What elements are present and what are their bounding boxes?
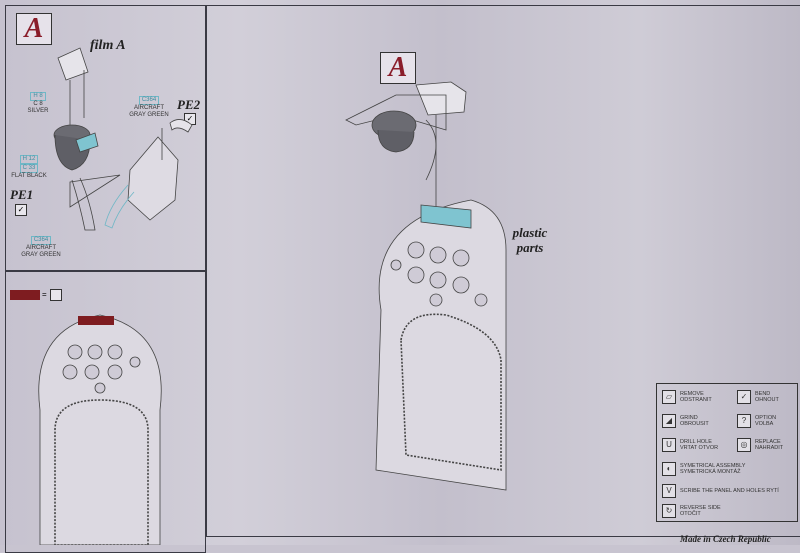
- legend-item-replace: ◎ REPLACE NAHRADIT: [737, 438, 795, 452]
- left-top-panel: [5, 5, 206, 271]
- remove-icon: ▱: [662, 390, 676, 404]
- legend-text: SCRIBE THE PANEL AND HOLES RYTÍ: [680, 488, 779, 494]
- bend-icon: ✓: [15, 204, 27, 216]
- film-icon: [50, 289, 62, 301]
- decal-swatch: [10, 290, 40, 300]
- legend-item-remove: ▱ REMOVE ODSTRANIT: [662, 390, 725, 404]
- step-letter: A: [388, 52, 408, 83]
- legend-item-reverse: ↻ REVERSE SIDE OTOČIT: [662, 504, 725, 518]
- step-badge: A: [16, 13, 52, 45]
- main-assembly-drawing: [345, 81, 507, 491]
- paint-name: AIRCRAFT GRAY GREEN: [129, 105, 169, 118]
- legend-item-bend: ✓ BEND OHNOUT: [737, 390, 795, 404]
- legend-text: REVERSE SIDE OTOČIT: [680, 505, 721, 517]
- symmetrical-icon: ◐: [662, 462, 676, 476]
- paint-name: FLAT BLACK: [11, 173, 47, 179]
- option-icon: ?: [737, 414, 751, 428]
- paint-code: C 8: [33, 101, 43, 107]
- reverse-icon: ↻: [662, 504, 676, 518]
- legend-text: BEND OHNOUT: [755, 391, 779, 403]
- film-label: film A: [90, 38, 126, 53]
- footer-text: Made in Czech Republic: [680, 534, 771, 544]
- drill-icon: U: [662, 438, 676, 452]
- step-letter: A: [24, 13, 44, 44]
- main-panel: [206, 5, 800, 537]
- legend-text: GRIND OBROUSIT: [680, 415, 709, 427]
- legend-item-option: ? OPTION VOLBA: [737, 414, 795, 428]
- legend-item-scribe: V SCRIBE THE PANEL AND HOLES RYTÍ: [662, 484, 780, 498]
- grind-icon: ◢: [662, 414, 676, 428]
- legend-item-symmetrical: ◐ SYMETRICAL ASSEMBLY SYMETRICKÁ MONTÁŽ: [662, 462, 760, 476]
- left-assembly-drawing: [53, 47, 193, 231]
- legend-item-grind: ◢ GRIND OBROUSIT: [662, 414, 725, 428]
- pe1-label: PE1: [10, 187, 34, 202]
- replace-icon: ◎: [737, 438, 751, 452]
- legend-text: DRILL HOLE VRTAT OTVOR: [680, 439, 719, 451]
- scribe-icon: V: [662, 484, 676, 498]
- legend-text: SYMETRICAL ASSEMBLY SYMETRICKÁ MONTÁŽ: [680, 463, 746, 475]
- legend-text: OPTION VOLBA: [755, 415, 777, 427]
- paint-name: SILVER: [27, 108, 49, 114]
- instrument-panel-drawing-small: [38, 314, 162, 545]
- plastic-parts-label: plastic parts: [512, 225, 548, 255]
- pe2-label: PE2: [177, 97, 201, 112]
- bend-icon: ✓: [737, 390, 751, 404]
- legend-box: ▱ REMOVE ODSTRANIT ✓ BEND OHNOUT ◢ GRIND OB…: [656, 383, 798, 522]
- legend-item-drill: U DRILL HOLE VRTAT OTVOR: [662, 438, 725, 452]
- legend-text: REPLACE NAHRADIT: [755, 439, 784, 451]
- legend-text: REMOVE ODSTRANIT: [680, 391, 712, 403]
- equals-sign: =: [42, 290, 47, 299]
- main-step-badge: A: [380, 52, 416, 84]
- paint-name: AIRCRAFT GRAY GREEN: [21, 245, 61, 258]
